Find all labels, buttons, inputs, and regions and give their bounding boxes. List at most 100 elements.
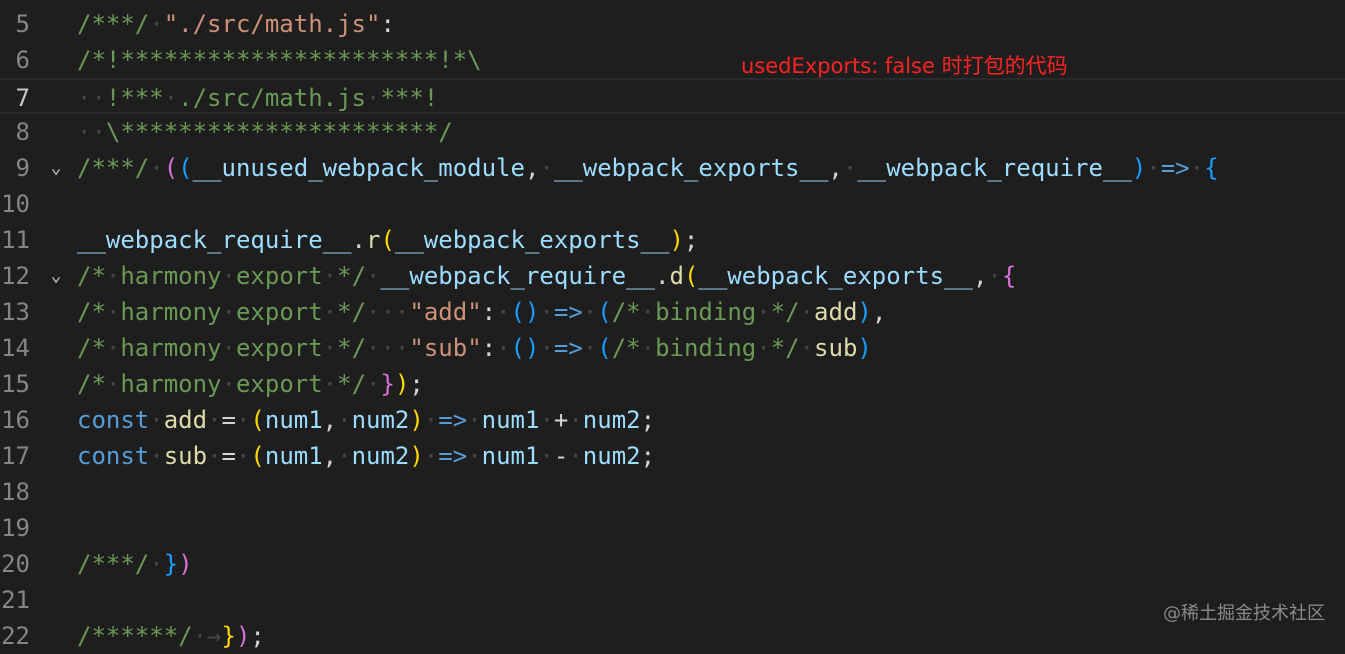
whitespace-marker: · [149,10,164,38]
code-token: "add" [409,298,482,326]
code-token: ( [250,442,265,470]
code-token: ) [235,622,251,650]
code-token: : [481,334,497,362]
whitespace-marker: ··· [366,298,410,326]
whitespace-marker: · [105,262,121,290]
code-line[interactable]: 8 ··\**********************/ [0,114,1345,150]
whitespace-marker: · [105,298,121,326]
code-text: const·add·=·(num1,·num2)·=>·num1·+·num2; [77,402,655,438]
line-number: 6 [15,46,30,74]
code-line[interactable]: 6 /*!**********************!*\ [0,42,1345,78]
whitespace-marker: · [756,298,771,326]
code-token: export [235,298,323,326]
whitespace-marker: · [221,298,236,326]
line-number: 17 [1,442,30,470]
code-line[interactable]: 20/***/·}) [0,546,1345,582]
code-line[interactable]: 14/*·harmony·export·*/···"sub":·()·=>·(/… [0,330,1345,366]
code-token: harmony [120,334,222,362]
whitespace-marker: · [337,406,352,434]
whitespace-marker: · [366,370,381,398]
whitespace-marker: · [221,262,236,290]
code-token: ) [1131,154,1147,182]
code-text: /*!**********************!*\ [77,42,482,78]
code-token: */ [337,262,367,290]
code-token: num1 [481,442,540,470]
code-token: ) [178,550,193,578]
whitespace-marker: · [799,298,815,326]
whitespace-marker: · [337,442,352,470]
code-text: /*·harmony·export·*/···"sub":·()·=>·(/*·… [77,330,872,366]
code-token: */ [337,298,367,326]
line-number: 13 [1,298,30,326]
code-line[interactable]: 12⌄/*·harmony·export·*/·__webpack_requir… [0,258,1345,294]
line-number: 5 [15,10,30,38]
fold-chevron-icon[interactable]: ⌄ [50,265,62,286]
code-token: __webpack_require__ [380,262,656,290]
code-text: /******/·→}); [77,618,265,654]
code-line[interactable]: 7··!***·./src/math.js·***! [0,78,1345,114]
whitespace-marker: · [842,154,858,182]
whitespace-marker: · [582,298,598,326]
fold-chevron-icon[interactable]: ⌄ [50,157,62,178]
line-number: 8 [15,118,30,146]
code-line[interactable]: 9⌄/***/·((__unused_webpack_module,·__web… [0,150,1345,186]
code-token: , [524,154,540,182]
code-line[interactable]: 15/*·harmony·export·*/·}); [0,366,1345,402]
code-token: /* [611,334,641,362]
code-token: \**********************/ [105,118,453,146]
whitespace-marker: · [149,442,164,470]
whitespace-marker: ·· [77,84,106,112]
whitespace-marker: · [235,442,251,470]
code-text: ··\**********************/ [77,114,453,150]
code-token: */ [770,298,800,326]
whitespace-marker: · [496,334,511,362]
code-line[interactable]: 13/*·harmony·export·*/···"add":·()·=>·(/… [0,294,1345,330]
annotation-text: usedExports: false 时打包的代码 [741,54,1068,78]
whitespace-marker: · [799,334,815,362]
whitespace-marker: ·→ [192,622,222,650]
code-line[interactable]: 5/***/·"./src/math.js": [0,6,1345,42]
whitespace-marker: · [423,442,439,470]
whitespace-marker: · [149,550,164,578]
code-line[interactable]: 11__webpack_require__.r(__webpack_export… [0,222,1345,258]
code-token: d [669,262,684,290]
code-token: } [221,622,236,650]
whitespace-marker: · [1189,154,1205,182]
code-line[interactable]: 18 [0,474,1345,510]
code-token: export [235,370,323,398]
code-token: num1 [264,406,323,434]
whitespace-marker: · [149,406,164,434]
code-token: !*** [105,84,164,112]
code-line[interactable]: 19 [0,510,1345,546]
code-token: } [163,550,179,578]
code-token: + [553,406,569,434]
whitespace-marker: · [163,84,179,112]
code-token: ; [409,370,424,398]
line-number: 18 [1,478,30,506]
code-token: ( [683,262,699,290]
whitespace-marker: · [366,84,381,112]
code-token: binding [655,298,757,326]
code-line[interactable]: 22/******/·→}); [0,618,1345,654]
code-token: () [510,298,540,326]
code-token: /* [77,370,106,398]
code-line[interactable]: 10 [0,186,1345,222]
line-number: 12 [1,262,30,290]
code-token: ; [683,226,699,254]
code-text: __webpack_require__.r(__webpack_exports_… [77,222,698,258]
code-token: => [1160,154,1190,182]
whitespace-marker: · [149,154,164,182]
code-token: ) [857,298,872,326]
code-text: /***/·}) [77,546,193,582]
code-token: () [510,334,540,362]
code-line[interactable]: 21 [0,582,1345,618]
code-token: __webpack_require__ [77,226,352,254]
whitespace-marker: · [496,298,511,326]
code-token: const [77,406,150,434]
code-text: /***/·((__unused_webpack_module,·__webpa… [77,150,1219,186]
code-token: num2 [582,406,641,434]
code-token: ( [163,154,179,182]
